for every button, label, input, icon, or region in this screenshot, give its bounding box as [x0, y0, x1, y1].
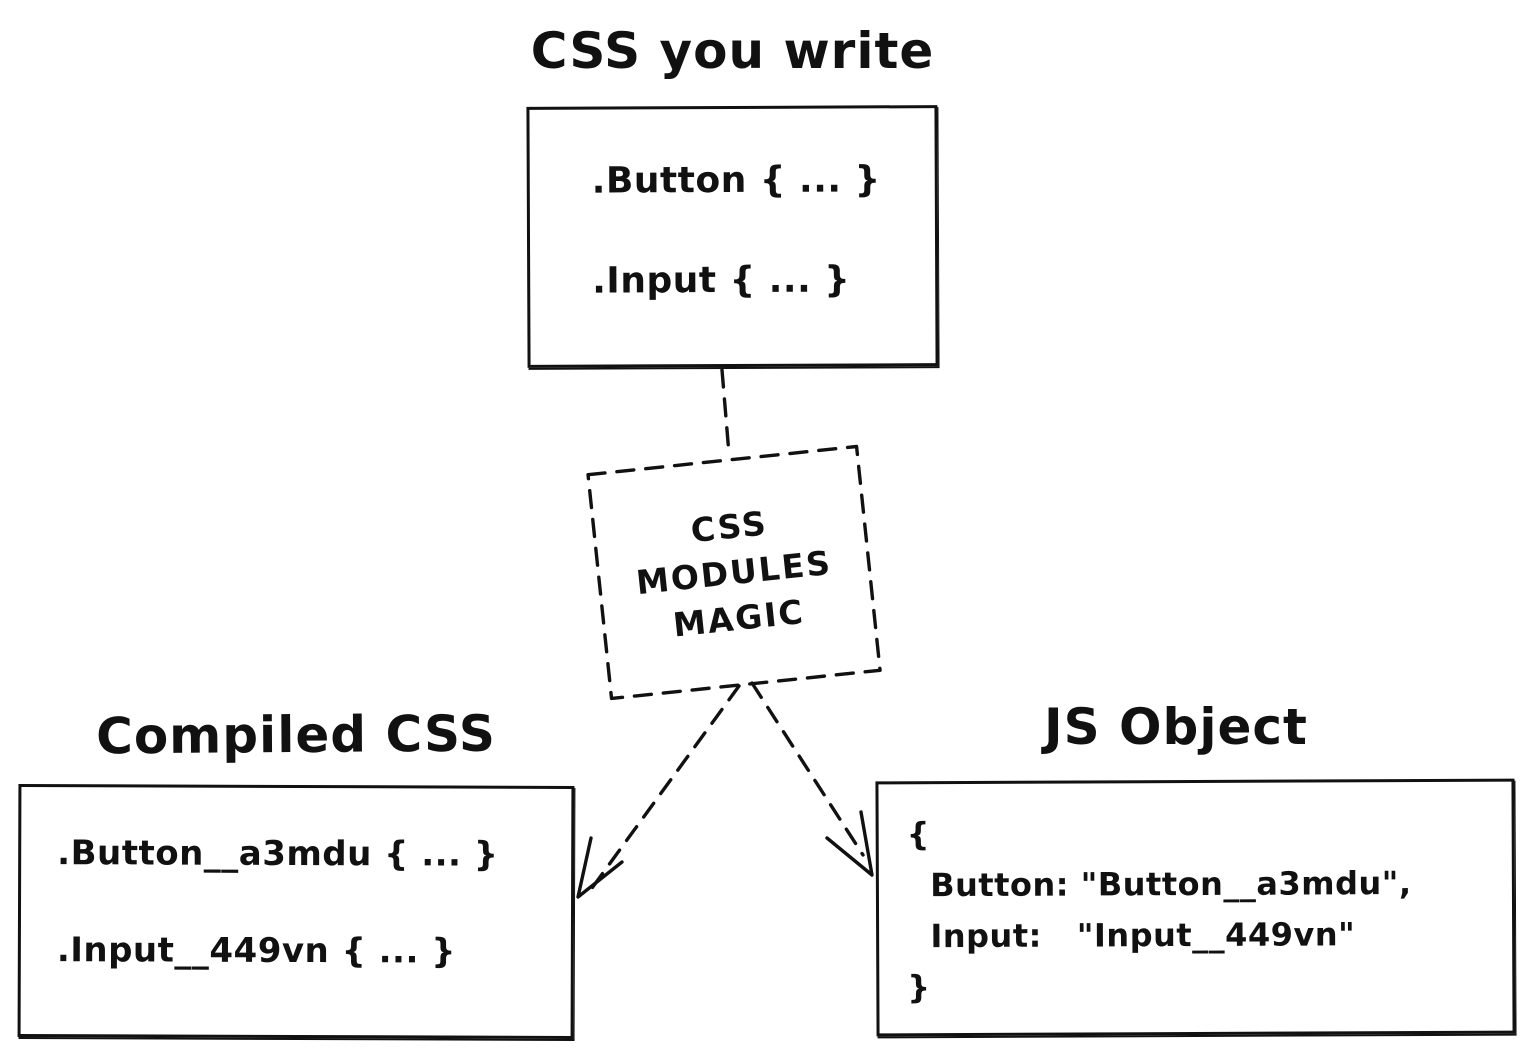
- source-code-line-button: .Button { ... }: [591, 159, 881, 202]
- arrow-to-js-shaft: [750, 681, 865, 857]
- compiled-box-title: Compiled CSS: [95, 704, 497, 766]
- js-code-line-open-brace: {: [906, 815, 931, 854]
- js-object-box-title: JS Object: [1044, 698, 1308, 756]
- compiled-code-line-input: .Input__449vn { ... }: [56, 930, 457, 972]
- magic-box: CSS MODULES MAGIC: [588, 447, 880, 699]
- js-code-line-input: Input: "Input__449vn": [907, 915, 1356, 956]
- arrow-to-compiled-head: [576, 836, 624, 899]
- arrow-to-compiled-shaft: [590, 684, 741, 890]
- js-object-box: { Button: "Button__a3mdu", Input: "Input…: [875, 778, 1516, 1037]
- connector-top-to-magic: [720, 368, 731, 456]
- js-code-line-button: Button: "Button__a3mdu",: [906, 864, 1412, 905]
- source-box: .Button { ... } .Input { ... }: [526, 105, 939, 368]
- magic-line-1: CSS: [688, 503, 770, 551]
- magic-line-3: MAGIC: [671, 591, 807, 645]
- magic-line-2: MODULES: [634, 542, 834, 603]
- arrow-to-js-head: [825, 810, 874, 877]
- source-code-line-input: .Input { ... }: [592, 259, 851, 302]
- compiled-code-line-button: .Button__a3mdu { ... }: [57, 833, 499, 875]
- compiled-box: .Button__a3mdu { ... } .Input__449vn { .…: [17, 784, 575, 1039]
- source-box-title: CSS you write: [530, 22, 935, 80]
- js-code-line-close-brace: }: [907, 968, 931, 1007]
